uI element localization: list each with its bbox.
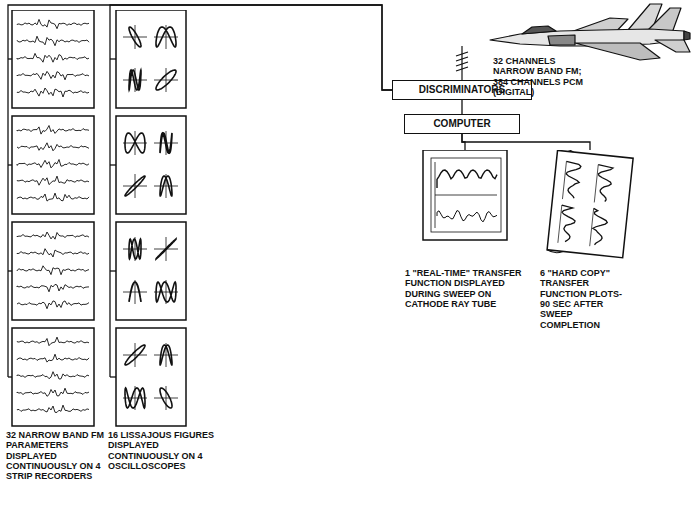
box-label: COMPUTER xyxy=(433,118,490,130)
plot-output: 6 "HARD COPY" TRANSFER FUNCTION PLOTS- 9… xyxy=(540,150,640,320)
strip-recorder-group: 32 NARROW BAND FM PARAMETERS DISPLAYED C… xyxy=(6,10,106,510)
connector-line xyxy=(461,100,462,114)
strip-art xyxy=(6,10,106,430)
crt-display: 1 "REAL-TIME" TRANSFER FUNCTION DISPLAYE… xyxy=(405,150,525,320)
crt-art xyxy=(405,150,525,268)
computer-box: COMPUTER xyxy=(404,114,520,134)
caption-text: 16 LISSAJOUS FIGURES DISPLAYED CONTINUOU… xyxy=(108,430,218,471)
link-label: 32 CHANNELS NARROW BAND FM; 384 CHANNELS… xyxy=(493,56,597,97)
connector-line xyxy=(462,134,590,150)
caption-text: 6 "HARD COPY" TRANSFER FUNCTION PLOTS- 9… xyxy=(540,268,632,330)
plot-art xyxy=(540,150,640,268)
osc-art xyxy=(108,10,218,430)
caption-text: 1 "REAL-TIME" TRANSFER FUNCTION DISPLAYE… xyxy=(405,268,525,309)
caption-text: 32 NARROW BAND FM PARAMETERS DISPLAYED C… xyxy=(6,430,106,482)
box-label: DISCRIMINATORS xyxy=(419,84,505,96)
oscilloscope-group: 16 LISSAJOUS FIGURES DISPLAYED CONTINUOU… xyxy=(108,10,218,510)
